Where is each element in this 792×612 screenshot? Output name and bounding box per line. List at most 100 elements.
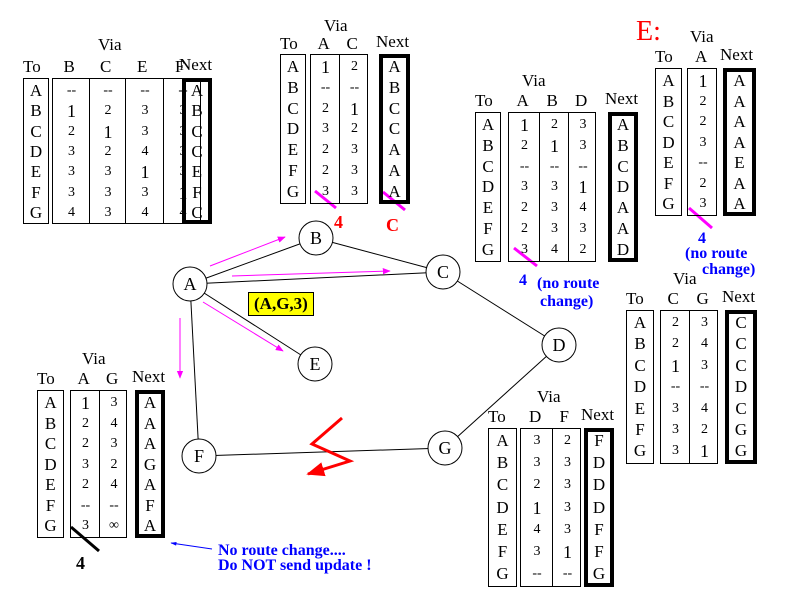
- cost-cell: 2: [322, 100, 329, 116]
- destination-cell: E: [634, 398, 646, 418]
- next-hop-cell: A: [143, 393, 157, 412]
- via-neighbor-header: C: [346, 34, 358, 53]
- destination-cell: C: [287, 98, 299, 118]
- cost-cell: 1: [700, 441, 709, 462]
- e-note-line2: change): [702, 261, 756, 278]
- node-label: C: [437, 262, 449, 282]
- destination-cell: C: [482, 156, 494, 176]
- destination-cell: F: [45, 495, 56, 515]
- cost-cell: 2: [82, 477, 89, 492]
- cost-cell: 3: [141, 103, 149, 119]
- link-b-c: [315, 237, 444, 273]
- destination-cell: E: [45, 475, 56, 494]
- cost-cell: 2: [110, 456, 118, 472]
- to-header: To: [488, 407, 506, 426]
- cost-cell: 3: [551, 200, 558, 216]
- cost-cell: 2: [579, 241, 587, 257]
- cost-cell: 1: [563, 542, 572, 562]
- cost-cell: 2: [699, 93, 707, 109]
- destination-cell: F: [288, 161, 298, 180]
- f-note-line1: No route change....: [218, 542, 346, 559]
- cost-cell: 4: [141, 143, 149, 159]
- cost-cell: 2: [68, 123, 75, 139]
- destination-cell: G: [481, 239, 495, 259]
- c-note-line1: (no route: [537, 275, 600, 292]
- update-arrow-a-to-b: [209, 236, 286, 267]
- next-hop-cell: F: [145, 495, 155, 515]
- next-hop-cell: C: [617, 156, 629, 176]
- cost-cell: 1: [67, 101, 76, 122]
- next-header: Next: [376, 32, 410, 51]
- link-a-e: [189, 283, 316, 365]
- next-hop-cell: C: [388, 119, 401, 139]
- column-divider: [163, 79, 164, 223]
- next-hop-cell: A: [733, 194, 746, 213]
- next-hop-cell: B: [191, 101, 203, 121]
- cost-cell: 3: [322, 121, 329, 137]
- destination-cell: F: [663, 173, 674, 193]
- next-hop-cell: A: [616, 219, 630, 238]
- f-note-line2: Do NOT send update !: [218, 557, 372, 574]
- next-header: Next: [581, 405, 615, 424]
- next-hop-cell: A: [143, 475, 157, 494]
- cost-cell: 1: [550, 135, 559, 156]
- destination-cell: G: [633, 441, 647, 461]
- cost-cell: 3: [351, 183, 358, 199]
- router-node-e: E: [297, 346, 333, 382]
- cost-cell: 2: [322, 142, 329, 158]
- destination-cell: B: [662, 91, 675, 111]
- cost-cell: 2: [521, 200, 528, 216]
- destination-cell: D: [496, 497, 509, 517]
- next-hop-cell: A: [616, 115, 630, 134]
- b-new-next: C: [386, 215, 399, 235]
- next-hop-cell: C: [191, 202, 203, 222]
- cost-cell: --: [670, 379, 681, 395]
- destination-cell: G: [496, 564, 509, 584]
- next-hop-cell: C: [735, 398, 747, 418]
- cost-cell: --: [66, 83, 77, 98]
- cost-cell: 3: [141, 123, 149, 139]
- destination-cell: A: [496, 431, 509, 450]
- cost-cell: 4: [110, 477, 118, 492]
- destination-cell: G: [44, 516, 57, 535]
- cost-cell: --: [562, 566, 573, 582]
- cost-cell: 2: [551, 117, 558, 132]
- link-a-f: [189, 283, 200, 457]
- strike-mark-b-cost: [314, 189, 337, 210]
- router-node-c: C: [425, 254, 461, 290]
- note-arrow: [170, 542, 213, 550]
- to-header: To: [626, 289, 644, 308]
- cost-cell: 3: [68, 164, 75, 180]
- next-hop-cell: G: [143, 454, 157, 474]
- cost-cell: 3: [104, 204, 112, 220]
- cost-cell: 3: [322, 183, 329, 199]
- destination-cell: B: [496, 453, 509, 473]
- cost-cell: 2: [351, 59, 358, 74]
- via-neighbor-header: A: [77, 369, 90, 388]
- node-label: E: [310, 354, 321, 374]
- cost-cell: 1: [350, 98, 359, 119]
- via-header: Via: [324, 16, 348, 35]
- destination-cell: E: [30, 162, 42, 182]
- destination-cell: G: [29, 202, 43, 222]
- cost-cell: 1: [520, 115, 529, 135]
- destination-cell: B: [30, 101, 42, 121]
- cost-cell: 1: [698, 71, 708, 91]
- cost-cell: --: [578, 158, 588, 174]
- cost-cell: 3: [82, 518, 89, 533]
- cost-cell: 3: [68, 184, 75, 200]
- destination-cell: E: [497, 519, 508, 539]
- next-hop-cell: E: [191, 162, 203, 182]
- router-node-d: D: [541, 327, 577, 363]
- next-header: Next: [720, 45, 754, 64]
- next-hop-cell: A: [388, 181, 401, 201]
- next-header: Next: [179, 55, 213, 74]
